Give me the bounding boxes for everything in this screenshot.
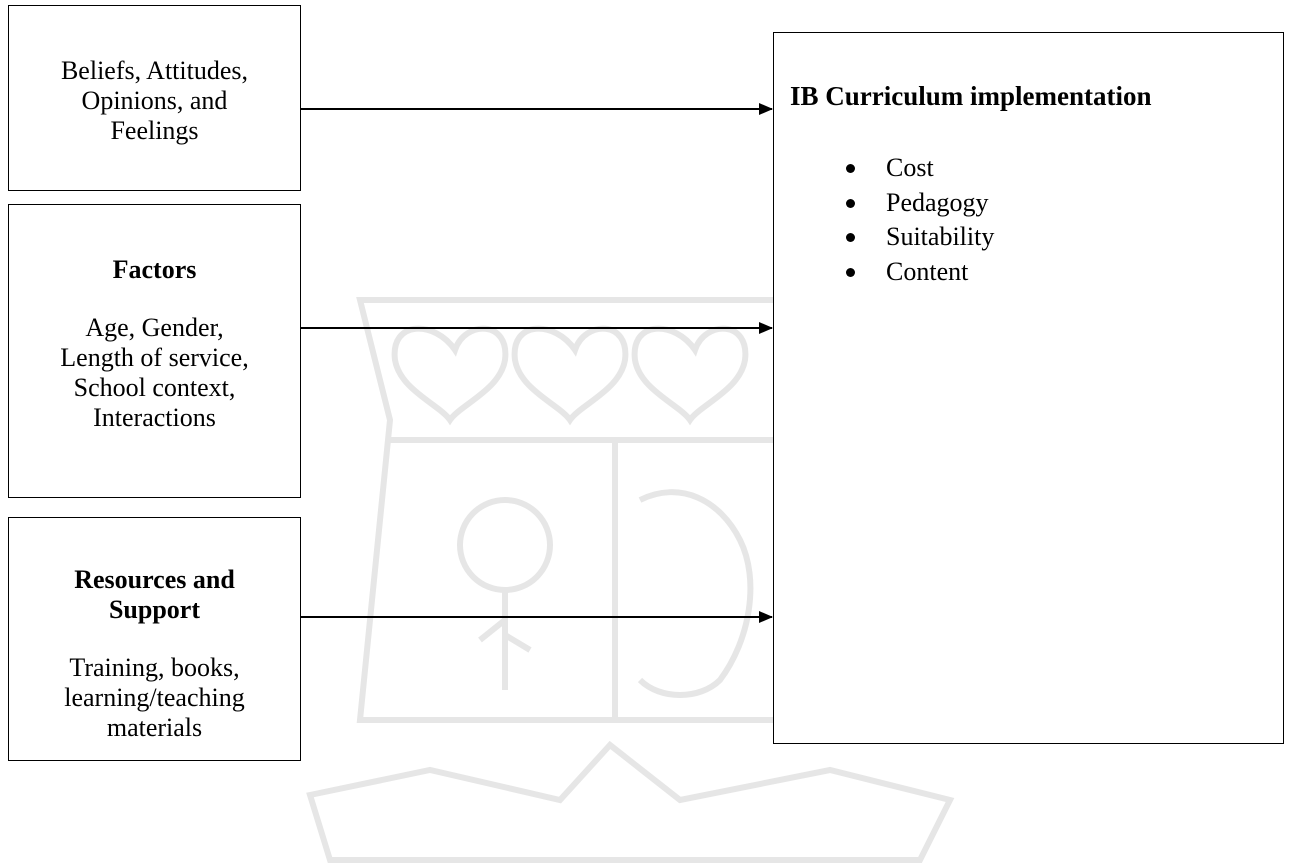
list-item: Suitability [774,220,994,255]
list-item-label: Cost [886,153,934,182]
bullet-icon [846,198,855,208]
bullet-icon [846,267,855,277]
resources-text: Training, books, learning/teaching mater… [64,653,245,742]
list-item: Pedagogy [774,186,994,221]
factors-text: Age, Gender, Length of service, School c… [60,313,249,432]
list-item-label: Content [886,256,969,286]
beliefs-box: Beliefs, Attitudes, Opinions, and Feelin… [8,5,301,191]
list-item-label: Pedagogy [886,187,989,217]
beliefs-text: Beliefs, Attitudes, Opinions, and Feelin… [60,56,249,145]
list-item: Cost [774,151,994,186]
resources-heading: Resources and Support [74,565,235,624]
resources-box: Resources and Support Training, books, l… [8,517,301,761]
bullet-icon [846,164,855,173]
list-item-label: Suitability [886,222,995,251]
ib-curriculum-list: Cost Pedagogy Suitability Content [774,151,994,289]
list-item: Content [774,255,994,290]
ib-curriculum-box: IB Curriculum implementation Cost Pedago… [773,32,1284,744]
bullet-icon [846,233,855,242]
factors-heading: Factors [112,255,197,284]
ib-curriculum-title: IB Curriculum implementation [790,81,1152,111]
factors-box: Factors Age, Gender, Length of service, … [8,204,301,498]
